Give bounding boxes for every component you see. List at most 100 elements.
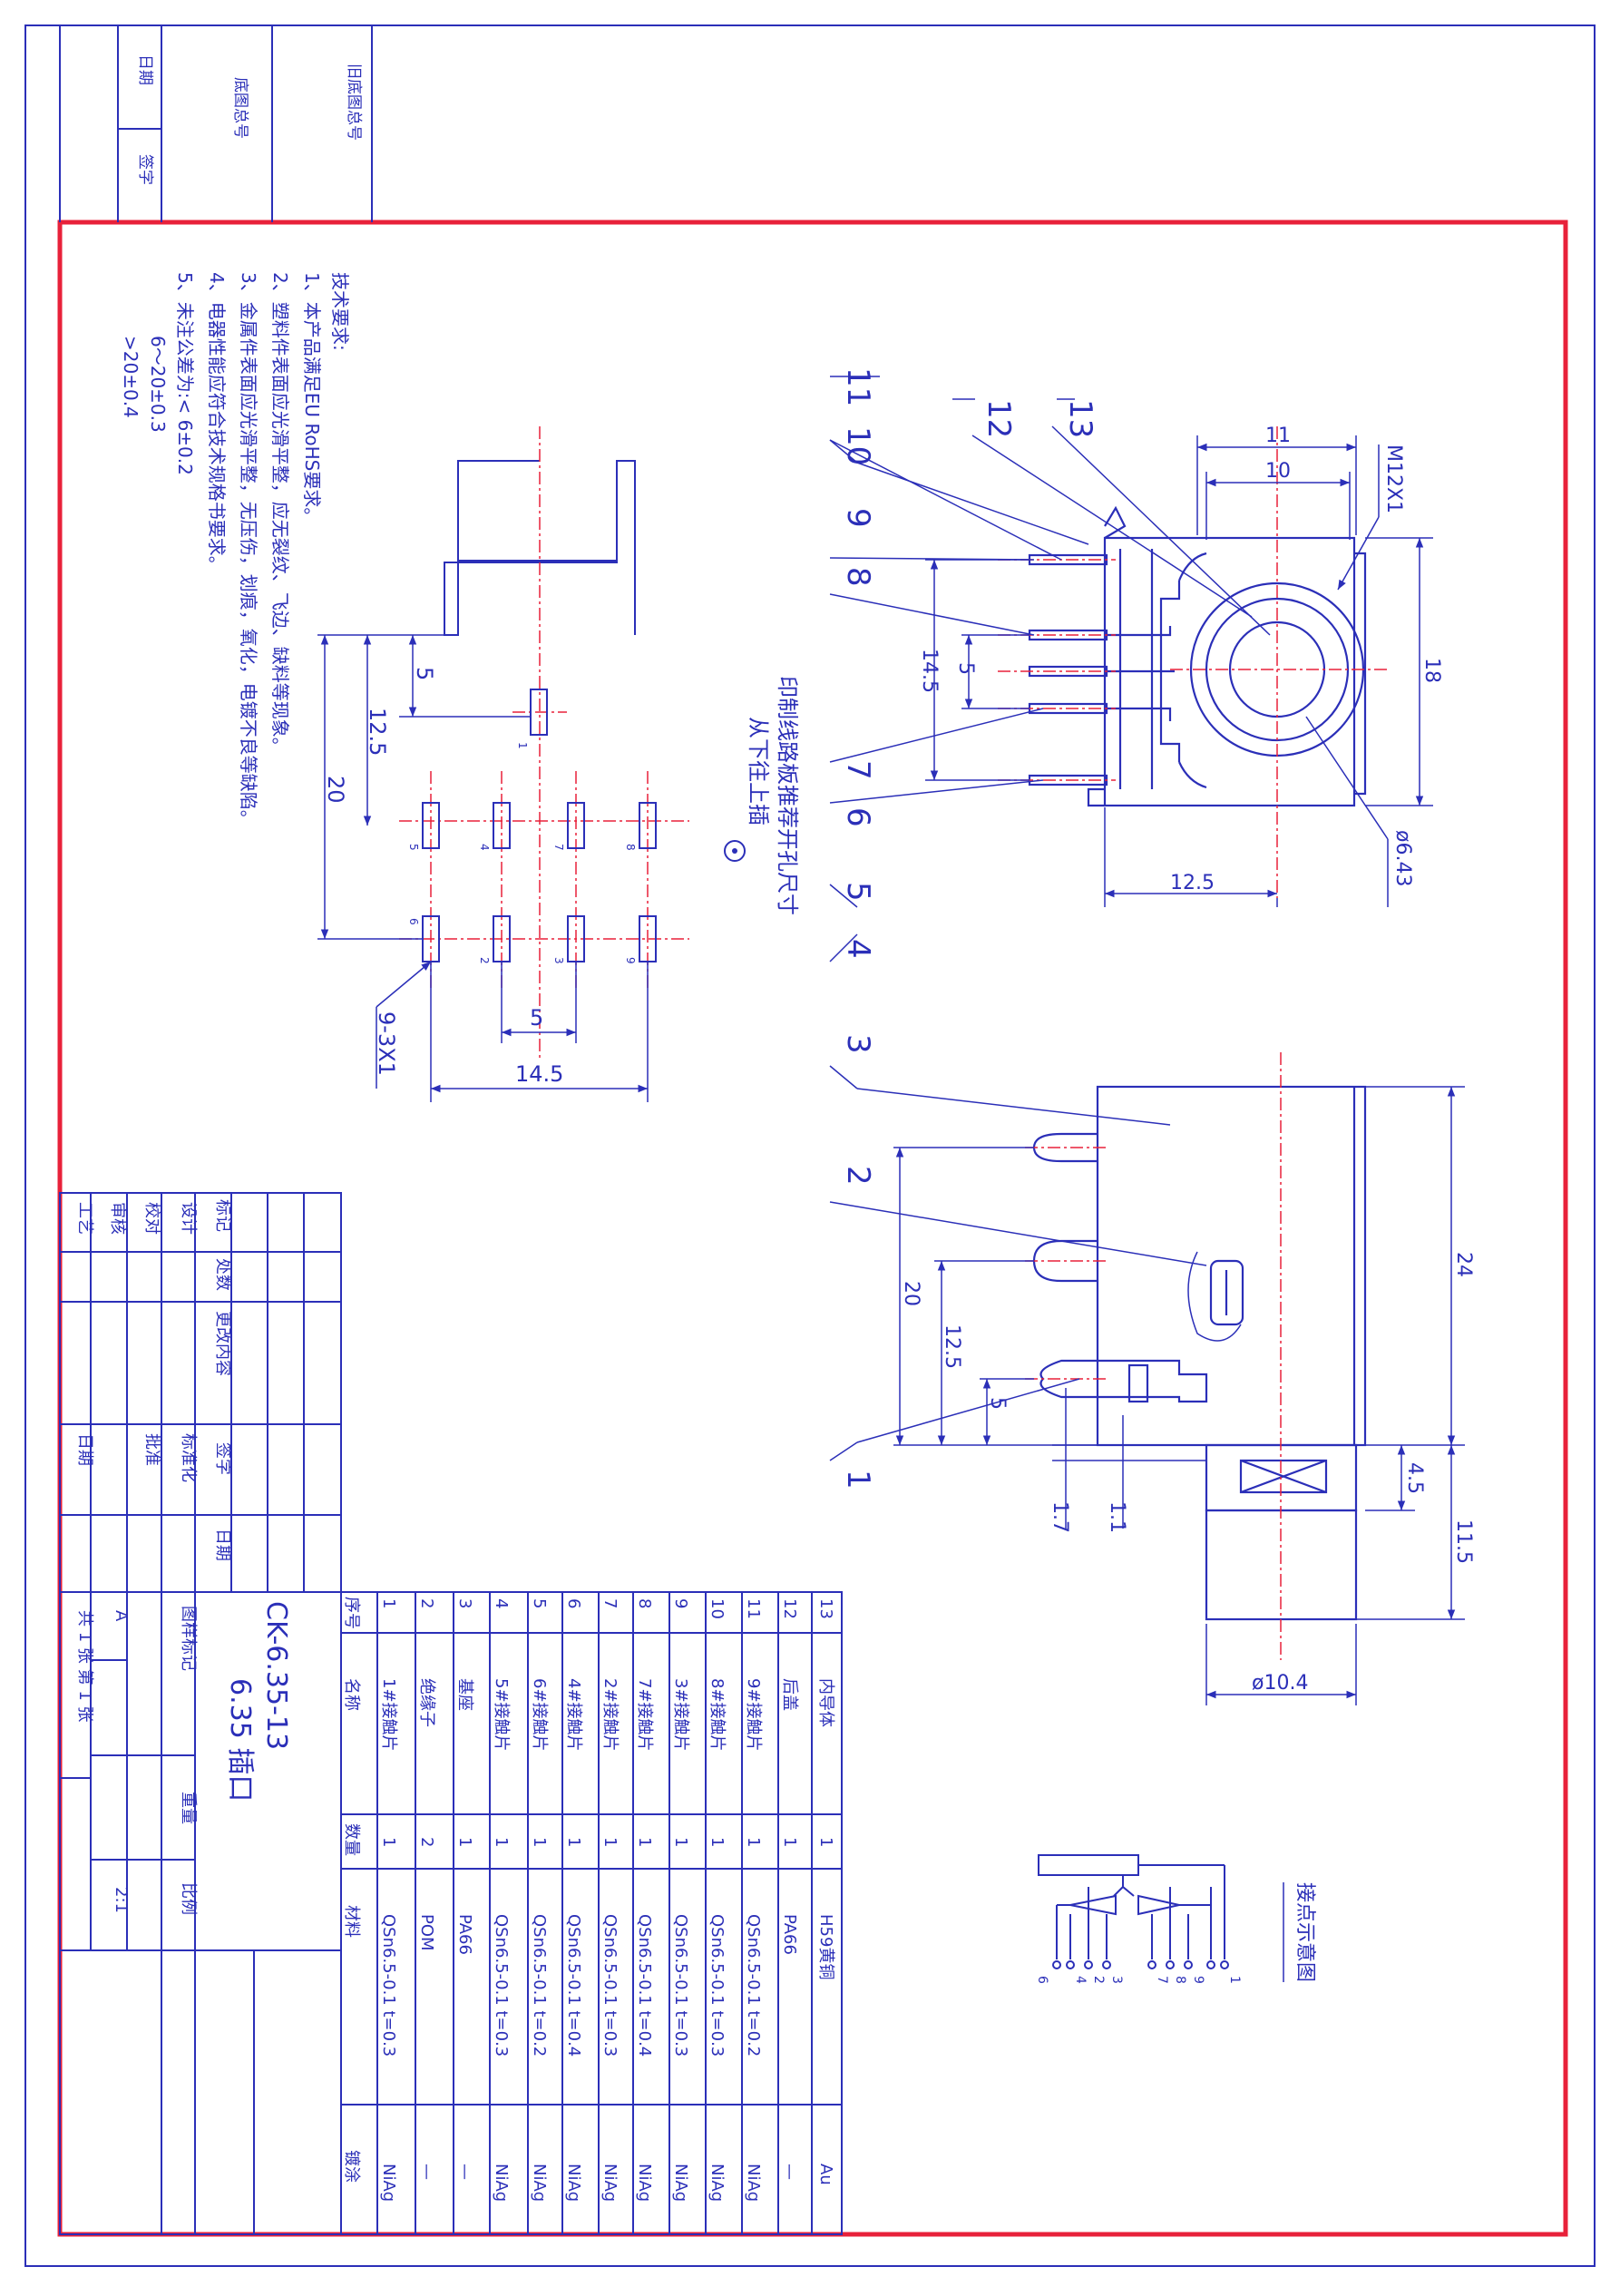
bom-row-13-plating: Au	[816, 2164, 835, 2185]
bom-row-12-plating: —	[780, 2164, 799, 2180]
bom-row-3-no: 3	[455, 1598, 474, 1608]
scale-label: 比例	[179, 1882, 198, 1915]
tech-line-6: 6～20±0.3	[147, 336, 169, 433]
schem-pin-2: 2	[1091, 1976, 1106, 1984]
bom-row-6-name: 4#接触片	[564, 1678, 583, 1752]
bom-table	[340, 1591, 843, 2235]
pcb-pin-5: 5	[407, 844, 420, 851]
schematic-title: 接点示意图	[1293, 1882, 1316, 1982]
bom-row-2-name: 绝缘子	[417, 1678, 436, 1727]
bom-hdr-material: 材料	[342, 1905, 361, 1938]
role-process: 工艺	[75, 1202, 94, 1235]
role-check: 校对	[142, 1202, 161, 1235]
tech-line-4: 4、电器性能应符合技术规格书要求。	[206, 272, 228, 574]
bom-row-8-name: 7#接触片	[635, 1678, 654, 1752]
front-dim-m12: M12X1	[1382, 445, 1405, 513]
pcb-pin-6: 6	[407, 918, 420, 925]
bom-row-8-material: QSn6.5-0.1 t=0.4	[635, 1914, 654, 2057]
bom-row-6-material: QSn6.5-0.1 t=0.4	[564, 1914, 583, 2057]
bom-row-13-qty: 1	[816, 1837, 835, 1847]
role-review: 审核	[108, 1202, 127, 1235]
change-hdr-mark: 标记	[213, 1199, 232, 1232]
schem-pin-7: 7	[1155, 1976, 1169, 1984]
change-hdr-content: 更改内容	[213, 1311, 232, 1376]
bom-row-11-qty: 1	[744, 1837, 763, 1847]
pcb-layout: 1 5 4 7 8 6 2 3 9 5	[317, 426, 800, 1102]
bom-row-4-name: 5#接触片	[492, 1678, 511, 1752]
bom-row-1-no: 1	[379, 1598, 398, 1608]
bom-row-4-plating: NiAg	[492, 2164, 511, 2202]
pcb-hole-1	[530, 689, 548, 736]
front-callout-7: 7	[840, 760, 876, 780]
pcb-dim-14-5: 14.5	[515, 1061, 563, 1087]
side-dim-24: 24	[1452, 1252, 1475, 1277]
tech-requirements: 技术要求: 1、本产品满足EU RoHS要求。 2、塑料件表面应光滑平整，应无裂…	[120, 272, 351, 828]
role-design: 设计	[179, 1202, 198, 1235]
pcb-dim-5-pitch: 5	[530, 1005, 543, 1031]
bom-row-10-name: 8#接触片	[708, 1678, 727, 1752]
bom-row-4-material: QSn6.5-0.1 t=0.3	[492, 1914, 511, 2057]
bom-hdr-plating: 镀涂	[342, 2150, 361, 2183]
change-hdr-count: 处数	[213, 1258, 232, 1291]
bom-row-9-plating: NiAg	[671, 2164, 690, 2202]
insert-direction-symbol	[724, 840, 746, 862]
bom-row-7-plating: NiAg	[600, 2164, 620, 2202]
bom-row-2-plating: —	[417, 2164, 436, 2180]
bom-row-2-material: POM	[417, 1914, 436, 1951]
bom-row-11-no: 11	[744, 1598, 763, 1619]
side-view: 3 2 1 24 20 12.5 5 4.5 1.7 1.1 11.5 ø10.…	[829, 1034, 1475, 1705]
bom-row-12-name: 后盖	[780, 1678, 799, 1711]
bom-row-10-qty: 1	[708, 1837, 727, 1847]
schem-pin-6: 6	[1035, 1976, 1049, 1984]
bom-row-1-material: QSn6.5-0.1 t=0.3	[379, 1914, 398, 2057]
side-dim-4-5: 4.5	[1403, 1462, 1426, 1494]
front-callout-12: 12	[981, 399, 1017, 438]
corner-block	[59, 25, 373, 222]
bom-row-5-name: 6#接触片	[530, 1678, 549, 1752]
change-block	[59, 1192, 342, 1593]
front-callout-8: 8	[840, 567, 876, 587]
part-name: 6.35 插口	[224, 1678, 256, 1802]
bom-row-7-material: QSn6.5-0.1 t=0.3	[600, 1914, 620, 2057]
front-callout-6: 6	[840, 807, 876, 827]
bom-row-4-no: 4	[492, 1598, 511, 1608]
side-callout-1: 1	[840, 1470, 876, 1490]
front-callout-4: 4	[840, 939, 876, 959]
pcb-subtitle: 从下往上插	[746, 717, 771, 826]
bom-row-8-no: 8	[635, 1598, 654, 1608]
front-dim-10: 10	[1265, 460, 1291, 483]
bom-row-2-no: 2	[417, 1598, 436, 1608]
front-callout-5: 5	[840, 882, 876, 902]
bom-row-11-name: 9#接触片	[744, 1678, 763, 1752]
bom-row-3-name: 基座	[455, 1678, 474, 1711]
bom-hdr-name: 名称	[342, 1678, 361, 1711]
part-number: CK-6.35-13	[260, 1601, 292, 1750]
front-callout-10: 10	[840, 426, 876, 465]
front-dim-18: 18	[1420, 658, 1443, 683]
pcb-dim-holes: 9-3X1	[374, 1011, 399, 1076]
pcb-pin-1: 1	[516, 742, 529, 749]
bom-row-2-qty: 2	[417, 1837, 436, 1847]
corner-label-old-master: 旧底图总号	[345, 64, 363, 141]
scale-value: 2:1	[112, 1887, 131, 1913]
front-callout-11: 11	[840, 367, 876, 406]
bom-row-10-material: QSn6.5-0.1 t=0.3	[708, 1914, 727, 2057]
tech-line-2: 2、塑料件表面应光滑平整，应无裂纹、飞边、缺料等现象。	[269, 272, 291, 756]
bom-row-1-plating: NiAg	[379, 2164, 398, 2202]
bom-row-8-qty: 1	[635, 1837, 654, 1847]
insert-direction-dot	[732, 848, 737, 854]
side-dim-10-4: ø10.4	[1252, 1672, 1308, 1695]
sheet-count: 共 1 张 第 1 张	[75, 1610, 94, 1723]
bom-row-8-plating: NiAg	[635, 2164, 654, 2202]
bom-row-13-no: 13	[816, 1598, 835, 1619]
bom-hdr-qty: 数量	[342, 1823, 361, 1856]
side-dim-5: 5	[986, 1397, 1009, 1410]
bom-row-6-plating: NiAg	[564, 2164, 583, 2202]
corner-label-master: 底图总号	[231, 77, 249, 139]
pcb-pin-7: 7	[552, 844, 565, 851]
side-dim-11-5: 11.5	[1452, 1519, 1475, 1564]
front-dim-11: 11	[1265, 425, 1291, 447]
contact-schematic: 6 4 2 3 7 8 9 1 接点示意图	[1035, 1854, 1316, 1984]
pcb-title: 印制线路板推荐开孔尺寸	[775, 676, 800, 915]
schem-pin-3: 3	[1109, 1976, 1124, 1984]
